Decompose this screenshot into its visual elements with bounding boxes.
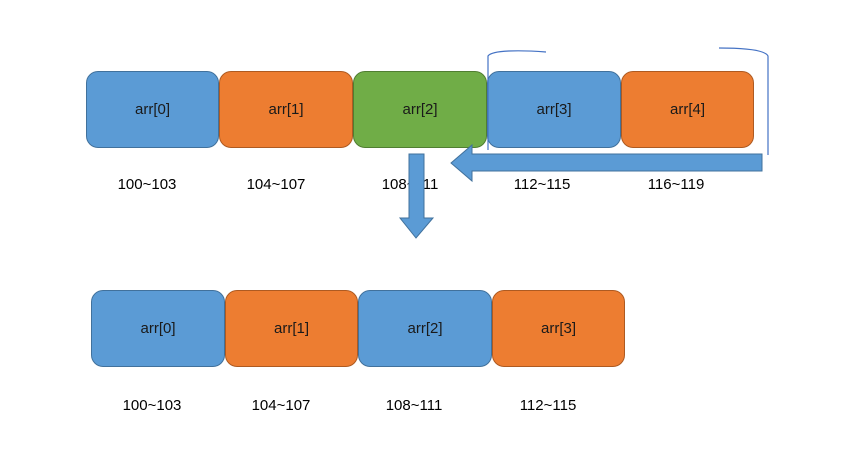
bottom-address-1: 104~107	[251, 397, 311, 414]
top-cell-1-label: arr[1]	[268, 101, 304, 118]
top-address-3: 112~115	[513, 176, 571, 193]
bottom-cell-1-label: arr[1]	[273, 320, 309, 337]
top-cell-4: arr[4]	[621, 71, 754, 148]
bottom-address-2: 108~111	[385, 397, 443, 414]
top-cell-2: arr[2]	[353, 71, 487, 148]
top-cell-3-label: arr[3]	[536, 101, 572, 118]
top-cell-1: arr[1]	[219, 71, 353, 148]
bottom-cell-1: arr[1]	[225, 290, 358, 367]
top-cell-2-label: arr[2]	[402, 101, 438, 118]
bottom-address-0: 100~103	[122, 397, 182, 414]
top-address-1: 104~107	[246, 176, 306, 193]
bottom-cell-3-label: arr[3]	[540, 320, 576, 337]
top-cell-3: arr[3]	[487, 71, 621, 148]
top-cell-4-label: arr[4]	[669, 101, 705, 118]
top-address-4: 116~119	[647, 176, 705, 193]
top-address-0: 100~103	[117, 176, 177, 193]
top-address-2: 108~111	[381, 176, 439, 193]
down-arrow	[398, 153, 435, 239]
bottom-address-3: 112~115	[519, 397, 577, 414]
bottom-cell-0-label: arr[0]	[140, 320, 176, 337]
bottom-cell-0: arr[0]	[91, 290, 225, 367]
bottom-cell-2: arr[2]	[358, 290, 492, 367]
bottom-cell-2-label: arr[2]	[407, 320, 443, 337]
top-cell-0: arr[0]	[86, 71, 219, 148]
bottom-cell-3: arr[3]	[492, 290, 625, 367]
top-cell-0-label: arr[0]	[134, 101, 170, 118]
